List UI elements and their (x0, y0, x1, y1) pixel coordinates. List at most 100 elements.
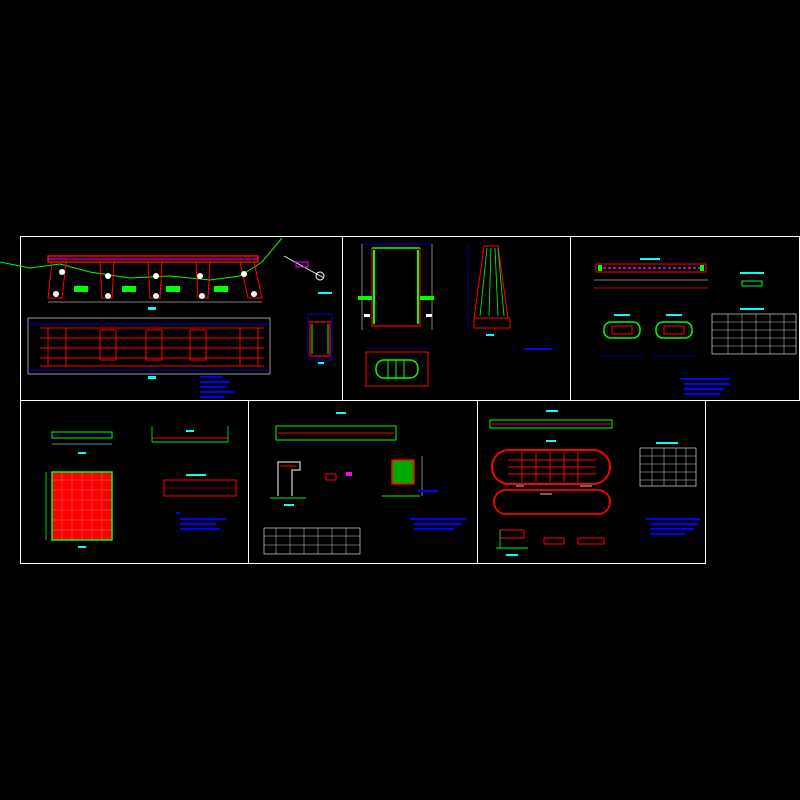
note-line (180, 518, 226, 520)
note-line (684, 383, 730, 385)
beam-end-right (700, 265, 704, 271)
footing-3 (166, 286, 180, 292)
slab-plan-grid (52, 472, 112, 540)
note-line (200, 376, 222, 378)
pile-marker (153, 293, 159, 299)
note-line (200, 391, 234, 393)
pier-bearing-left (358, 296, 372, 300)
sheet-3-beam (594, 258, 797, 395)
sheet-5-girder (263, 412, 466, 555)
plan-pier-box (145, 329, 163, 361)
pilecap-plan-ring (491, 449, 611, 485)
column-rebar (494, 247, 499, 317)
detail-rebar (741, 280, 763, 287)
table-title-mark (740, 308, 764, 310)
beam-title-mark (640, 258, 660, 260)
pilecap-table-title (656, 442, 678, 444)
wingwall-detail-circle (315, 271, 325, 281)
pier-footings (74, 286, 228, 292)
plan-view-frame (27, 317, 271, 375)
section-detail-outline (309, 321, 331, 357)
section-cut-2 (655, 321, 693, 339)
pilecap-table-grid (640, 448, 696, 486)
column-rebar (479, 247, 488, 317)
note-line (200, 396, 224, 398)
section-title-mark (318, 362, 324, 364)
pile-marker (251, 291, 257, 297)
pilecap-plan-title (546, 440, 556, 442)
small-detail (325, 473, 337, 481)
pilecap-table-frame (639, 447, 697, 487)
pier-label (364, 314, 370, 317)
sheet-5-notes (410, 518, 466, 530)
note-line (176, 512, 180, 514)
pier-4 (195, 261, 211, 299)
plan-pier-boxes (47, 327, 259, 367)
sheet-3-notes (680, 378, 730, 395)
sheet-6-frame (477, 400, 706, 564)
sheet-2-pier (358, 243, 552, 387)
plan-girders (40, 327, 264, 367)
beam-end-left (598, 265, 602, 271)
section-cut-1-core (611, 325, 633, 335)
girder-title (336, 412, 346, 414)
girder-table (263, 527, 361, 555)
pilecap-oval-ring (493, 489, 611, 515)
note-line (200, 381, 230, 383)
section-cut-1 (603, 321, 641, 339)
pier-plan-rebar-ring (375, 359, 419, 379)
note-line (650, 528, 694, 530)
note-line (650, 523, 698, 525)
tapered-column-rebars (479, 247, 505, 317)
schedule-title (186, 474, 206, 476)
hatched-detail-border (391, 459, 415, 485)
sheet-6-pilecap (489, 410, 700, 556)
note-line (200, 386, 226, 388)
rebar-shape-2 (543, 537, 565, 545)
footing-1 (74, 286, 88, 292)
sheet-1-bridge (0, 237, 333, 398)
plan-pier-box (99, 329, 117, 361)
pier-plan-rebars (387, 360, 405, 378)
note-line (180, 528, 220, 530)
pile-marker (241, 271, 247, 277)
material-table (711, 308, 797, 355)
pilecap-elevation-title (546, 410, 558, 412)
slab-section-title (78, 452, 86, 454)
column-rebar (488, 247, 492, 317)
pile-markers (53, 269, 257, 299)
slab-plan-title (78, 546, 86, 548)
note-line (684, 388, 724, 390)
rebar-shape-3 (577, 537, 605, 545)
note-line (646, 518, 700, 520)
pile-marker (153, 273, 159, 279)
ground-profile-line (0, 237, 283, 281)
wingwall-title-mark (318, 292, 332, 294)
girder-table-frame (263, 527, 361, 555)
slab-side-title (186, 430, 194, 432)
note-line (410, 518, 466, 520)
small-detail-mark (346, 472, 352, 476)
detail-title-mark (740, 272, 764, 274)
pilecap-plan-rebars (508, 452, 596, 482)
sheet-2-note (524, 348, 552, 350)
girder-elevation (275, 425, 397, 441)
note-line (684, 393, 720, 395)
pile-marker (53, 291, 59, 297)
sheet-4-slab (45, 426, 237, 548)
note-line (414, 523, 462, 525)
pier-5 (239, 261, 263, 299)
section-cut-2-title (666, 314, 682, 316)
pier-bearing-right (420, 296, 434, 300)
column-rebar (497, 247, 505, 317)
girder-table-grid (264, 528, 360, 554)
section-cut-2-core (663, 325, 685, 335)
plan-pier-box (47, 327, 67, 367)
corbel-title (284, 504, 294, 506)
pier-3 (147, 261, 163, 299)
column-title-mark (486, 334, 494, 336)
slab-plan-border (51, 471, 113, 541)
note-line (650, 533, 686, 535)
hatched-detail-title (418, 490, 438, 492)
